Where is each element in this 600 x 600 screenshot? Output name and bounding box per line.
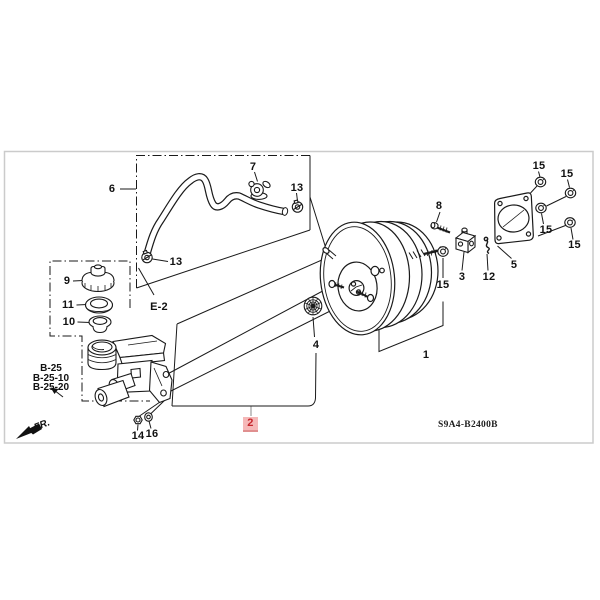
callout-10: 10 [62, 316, 76, 328]
callout-15-e: 15 [436, 279, 450, 291]
nut-icon [133, 415, 143, 425]
highlighted-callout-2[interactable]: 2 [243, 417, 258, 432]
gasket-plate-drawing [493, 192, 534, 245]
fr-arrow-icon [16, 423, 42, 439]
callout-6: 6 [108, 183, 116, 195]
master-cylinder-drawing [87, 334, 173, 408]
callout-9: 9 [63, 275, 71, 287]
vacuum-hose-drawing [143, 173, 289, 258]
seal-grommet-drawing [303, 296, 323, 316]
callout-5: 5 [510, 259, 518, 271]
callout-12: 12 [482, 271, 496, 283]
flange-nut-icon [437, 246, 449, 257]
callout-3: 3 [458, 271, 466, 283]
reservoir-seal-drawing [84, 296, 114, 314]
clip-drawing [483, 236, 490, 255]
callout-13-upper: 13 [290, 182, 304, 194]
hose-clamp-icon [291, 199, 304, 213]
ref-b25-20: B-25-20 [32, 382, 70, 394]
mount-bracket-drawing [454, 227, 477, 254]
callout-15-d: 15 [568, 239, 581, 251]
callout-13-lower: 13 [169, 256, 183, 268]
callout-4: 4 [312, 339, 320, 351]
callout-1: 1 [422, 349, 430, 361]
callout-15-b: 15 [560, 168, 574, 180]
callout-16: 16 [145, 428, 159, 440]
hose-clamp-icon [141, 249, 153, 264]
reservoir-filter-drawing [88, 315, 112, 334]
callout-11: 11 [61, 299, 75, 311]
flange-nut-icon [564, 187, 577, 199]
flange-nut-icon [535, 202, 547, 214]
washer-icon [144, 412, 153, 422]
brake-booster-drawing [319, 220, 448, 336]
diagram-frame [3, 150, 594, 444]
callout-14: 14 [131, 430, 145, 442]
ref-e2: E-2 [150, 301, 168, 313]
ref-b25-group: B-25 B-25-10 B-25-20 [24, 364, 78, 393]
check-valve-drawing [248, 180, 271, 200]
callout-8: 8 [435, 200, 443, 212]
catalog-code: S9A4-B2400B [438, 420, 498, 430]
ref-b25-10: B-25-10 [32, 372, 70, 384]
bolt-drawing [430, 222, 451, 234]
callout-15-a: 15 [532, 160, 546, 172]
flange-nut-icon [564, 217, 576, 228]
callout-7: 7 [249, 161, 257, 173]
reservoir-cap-drawing [81, 264, 115, 293]
callout-15-c: 15 [539, 224, 553, 236]
flange-nut-icon [534, 176, 547, 188]
ref-b25: B-25 [40, 363, 62, 374]
